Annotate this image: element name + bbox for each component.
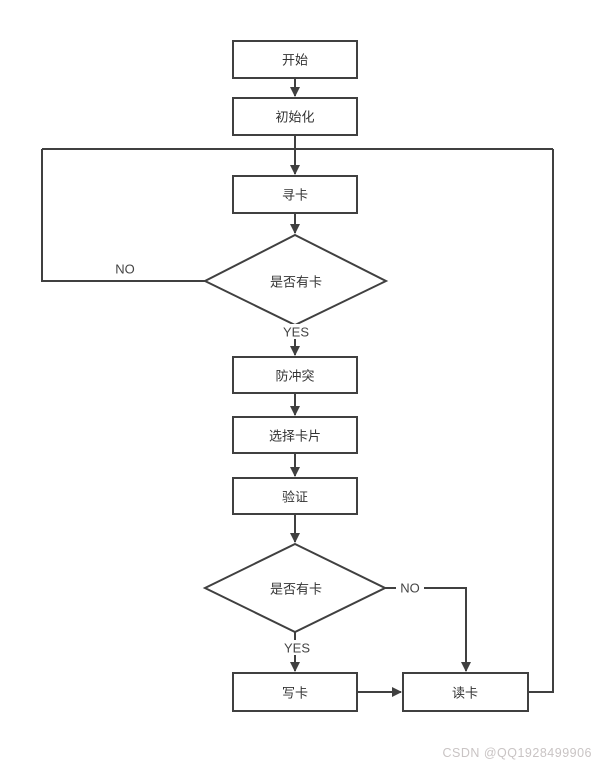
watermark-text: CSDN @QQ1928499906 [442,746,592,760]
node-init-label: 初始化 [275,110,314,125]
node-verify-shape [232,477,358,515]
node-verify: 验证 [232,477,358,515]
branch-label-hascard2-no-bg [396,580,424,596]
edge-hascard2-no [385,587,471,672]
edge-hascard1-no-loop [41,149,205,282]
branch-labels: NO YES NO YES [115,262,424,656]
node-has-card-2-label: 是否有卡 [270,582,322,597]
node-anti-collision-label: 防冲突 [275,369,314,384]
node-select-card-label: 选择卡片 [269,429,321,444]
node-has-card-1: 是否有卡 [202,233,389,327]
node-write-card: 写卡 [232,672,358,712]
node-init: 初始化 [232,97,358,136]
node-has-card-2: 是否有卡 [202,542,388,634]
node-select-card-shape [232,416,358,454]
node-anti-collision-shape [232,356,358,394]
node-write-card-shape [232,672,358,712]
node-init-shape [232,97,358,136]
branch-label-hascard1-no: NO [115,262,135,277]
node-read-card-label: 读卡 [452,686,478,701]
node-anti-collision: 防冲突 [232,356,358,394]
branch-label-hascard2-yes-bg [281,640,313,655]
branch-label-hascard1-yes: YES [283,325,309,340]
node-seek-card-label: 寻卡 [282,188,308,203]
branch-label-hascard2-no: NO [400,581,420,596]
node-verify-label: 验证 [282,490,308,505]
node-start-shape [232,40,358,79]
node-select-card: 选择卡片 [232,416,358,454]
node-seek-card-shape [232,175,358,214]
node-start-label: 开始 [282,53,308,68]
node-read-card: 读卡 [402,672,529,712]
edge-readcard-loop [528,149,554,693]
node-write-card-label: 写卡 [282,686,308,701]
node-read-card-shape [402,672,529,712]
node-has-card-1-label: 是否有卡 [270,275,322,290]
branch-label-hascard2-yes: YES [284,641,310,656]
branch-label-hascard1-yes-bg [280,324,312,339]
node-seek-card: 寻卡 [232,175,358,214]
node-start: 开始 [232,40,358,79]
node-has-card-2-shape [202,542,388,634]
